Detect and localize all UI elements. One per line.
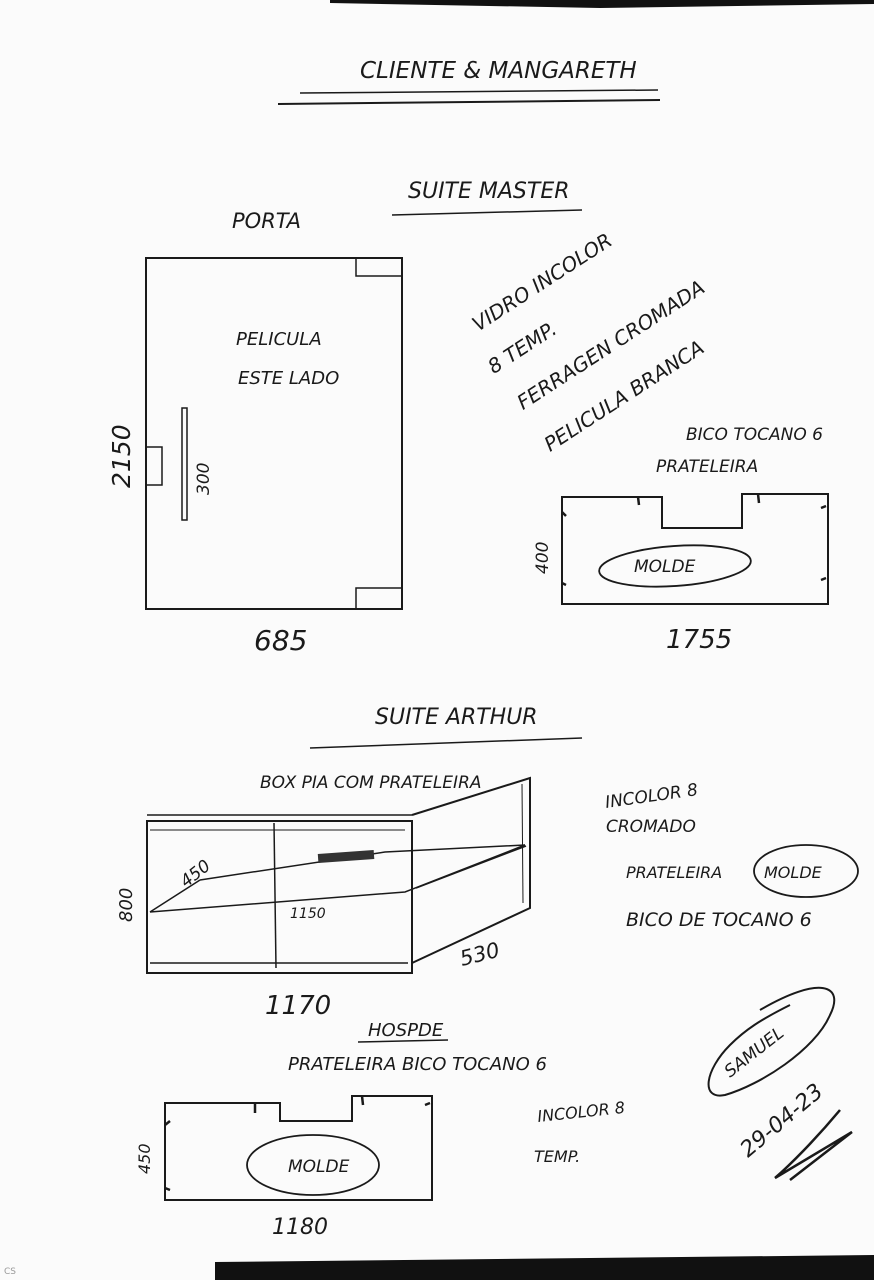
hospede-mold-ellipse <box>246 1134 380 1196</box>
arthur-note-shelf: PRATELEIRA <box>626 863 722 882</box>
shelf-width-dim: 1755 <box>666 625 732 655</box>
box-side-inner <box>521 783 524 904</box>
hospede-heading: HOSPDE <box>368 1020 444 1041</box>
box-front-panel <box>146 820 413 974</box>
arthur-mold-label: MOLDE <box>764 863 823 882</box>
title-underline-1 <box>277 99 661 105</box>
suite-master-heading: SUITE MASTER <box>408 179 570 204</box>
door-handle <box>181 407 188 521</box>
box-side-panel <box>411 776 531 964</box>
bottom-edge-shadow <box>215 1255 874 1280</box>
note-film: PELICULA BRANCA <box>540 335 709 456</box>
shelf-caption-1: BICO TOCANO 6 <box>686 425 823 445</box>
box-shelf-width-dim: 1150 <box>290 906 326 922</box>
hinge-bottom <box>355 587 403 610</box>
hospede-caption: PRATELEIRA BICO TOCANO 6 <box>288 1054 547 1075</box>
shelf-tick-marks <box>561 493 827 587</box>
signature-date: 29-04-23 <box>736 1079 829 1162</box>
hospede-note-tempered: TEMP. <box>534 1147 580 1166</box>
door-film-note-1: PELICULA <box>236 329 322 350</box>
suite-master-underline <box>391 209 583 216</box>
shelf-outline <box>561 493 829 605</box>
scanner-mark: CS <box>4 1267 16 1277</box>
door-width-dim: 685 <box>254 624 307 657</box>
client-title: CLIENTE & MANGARETH <box>360 58 637 84</box>
shelf-height-dim: 400 <box>533 542 553 574</box>
signature-block: SAMUEL 29-04-23 <box>707 986 853 1181</box>
box-side-dim: 530 <box>457 938 502 971</box>
box-shelf-line <box>149 844 526 913</box>
hinge-top <box>355 257 403 277</box>
arthur-mold-ellipse <box>753 844 859 898</box>
box-side-shelf <box>415 845 527 889</box>
signature-flourish <box>774 1109 853 1181</box>
door-film-note-2: ESTE LADO <box>238 368 339 389</box>
shelf-caption-2: PRATELEIRA <box>656 457 758 477</box>
hospede-tick-marks <box>164 1095 431 1192</box>
shelf-mold-ellipse <box>598 544 752 588</box>
arthur-note-edge: BICO DE TOCANO 6 <box>626 909 812 931</box>
box-depth-dim: 450 <box>177 856 215 892</box>
hospede-mold-label: MOLDE <box>288 1157 350 1177</box>
lock-block <box>145 446 163 486</box>
shelf-mold-label: MOLDE <box>634 557 696 577</box>
title-underline-2 <box>299 89 659 94</box>
door-label: PORTA <box>232 209 301 233</box>
box-center-divider <box>273 822 277 969</box>
hospede-underline <box>357 1039 449 1043</box>
arthur-note-glass: INCOLOR 8 <box>604 780 699 813</box>
door-outline <box>145 257 403 610</box>
hospede-width-dim: 1180 <box>272 1215 328 1240</box>
top-edge-shadow <box>330 0 874 8</box>
glass-spec-notes: VIDRO INCOLOR 8 TEMP. FERRAGEN CROMADA P… <box>468 228 709 456</box>
suite-arthur-underline <box>309 737 583 749</box>
arthur-note-chrome: CROMADO <box>606 817 696 837</box>
hospede-shelf-outline <box>164 1095 433 1201</box>
box-caption: BOX PIA COM PRATELEIRA <box>260 773 482 793</box>
hospede-height-dim: 450 <box>135 1143 154 1174</box>
handle-length-dim: 300 <box>194 463 214 495</box>
door-height-dim: 2150 <box>107 424 136 488</box>
signature-name: SAMUEL <box>721 1023 788 1082</box>
hospede-note-glass: INCOLOR 8 <box>536 1098 625 1126</box>
signature-loop <box>707 986 836 1097</box>
box-width-dim: 1170 <box>265 991 331 1021</box>
box-drain-mark <box>317 850 375 863</box>
box-height-dim: 800 <box>116 888 137 922</box>
suite-arthur-heading: SUITE ARTHUR <box>375 705 538 730</box>
